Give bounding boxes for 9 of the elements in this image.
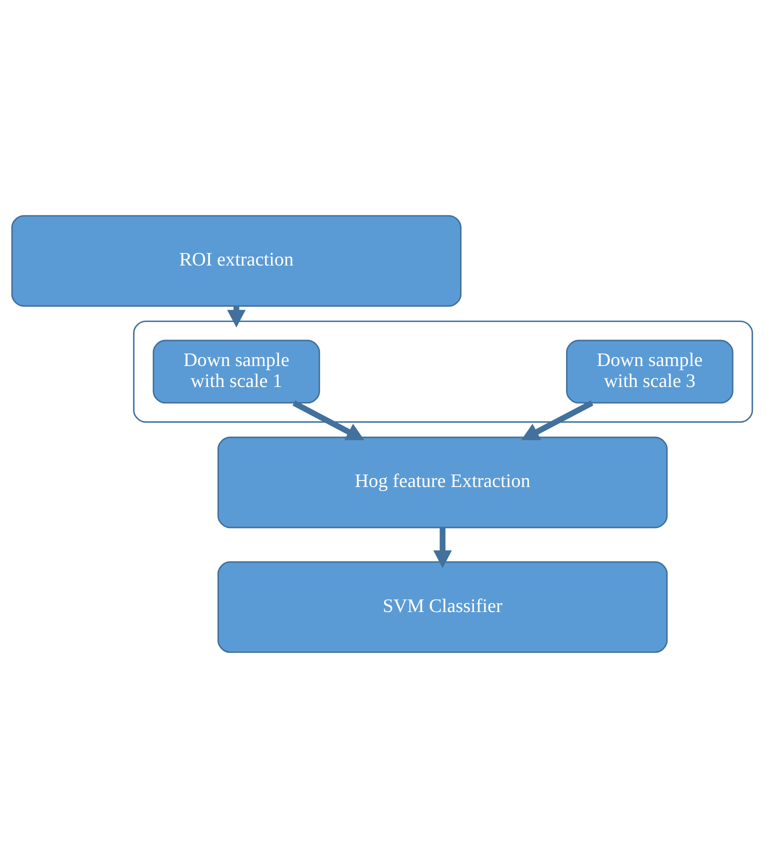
node-box: ROI extraction (11, 214, 462, 306)
node-box: Down sample with scale 1 (152, 339, 320, 404)
arrow (292, 400, 364, 440)
node-box: Down sample with scale 3 (566, 339, 734, 404)
cluster (133, 320, 754, 422)
node-box: Hog feature Extraction (217, 436, 668, 528)
node-box: SVM Classifier (217, 560, 668, 652)
arrow (433, 527, 452, 568)
arrow (521, 400, 594, 440)
